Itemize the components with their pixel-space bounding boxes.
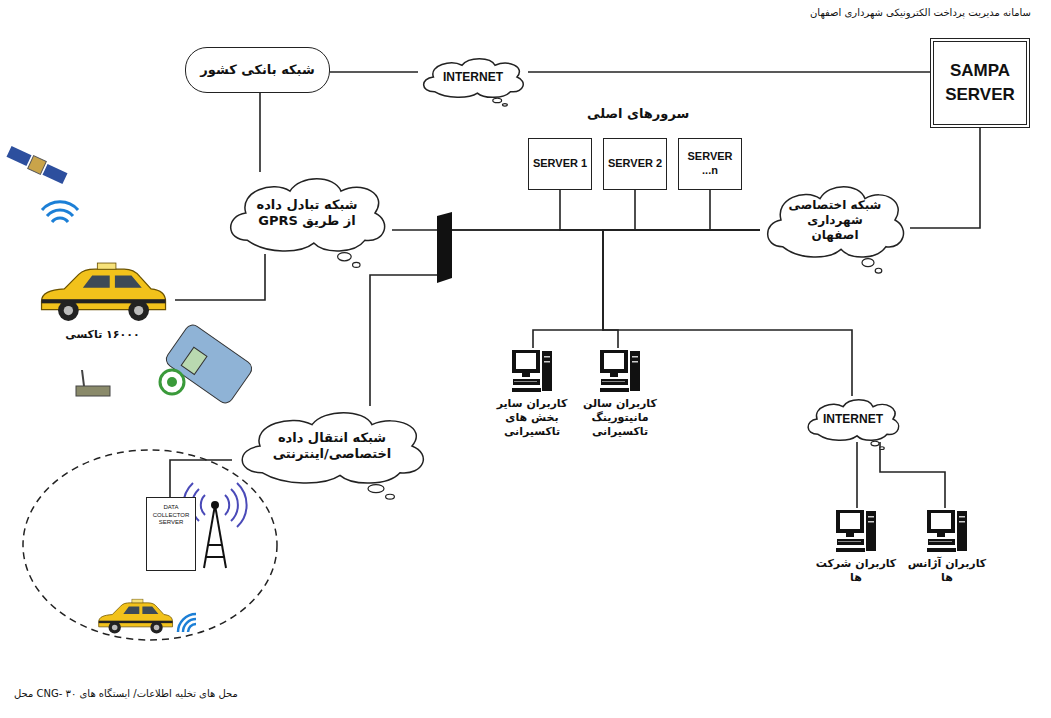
node-label: SERVER ...n — [682, 150, 738, 178]
network-node: DATA COLLECTOR SERVER — [146, 497, 196, 571]
network-node: SERVER ...n — [678, 138, 742, 190]
network-link — [330, 71, 418, 73]
network-link — [259, 93, 261, 172]
node-label: ۱۶۰۰۰ تاکسی — [65, 328, 139, 342]
node-label: کاربران آژانس ها — [905, 557, 989, 585]
node-label: INTERNET — [443, 70, 503, 85]
computer-icon — [835, 508, 877, 554]
network-link — [910, 128, 980, 228]
network-node: کاربران آژانس ها — [905, 508, 989, 598]
node-label: کاربران سایر بخش های تاکسیرانی — [492, 397, 572, 438]
network-link — [528, 71, 930, 73]
pos-terminal — [160, 322, 255, 406]
computer-icon — [511, 348, 553, 394]
network-link — [880, 442, 945, 508]
network-switch — [437, 212, 452, 283]
network-link — [856, 442, 858, 508]
node-label: شبکه اختصاصی شهرداری اصفهان — [784, 198, 886, 243]
taxi-at-station — [99, 599, 173, 633]
network-link — [170, 460, 232, 497]
node-label: کاربران شرکت ها — [812, 557, 900, 585]
network-link — [710, 190, 760, 230]
note-label: محل های تخلیه اطلاعات/ ایستگاه های CNG- … — [12, 688, 240, 699]
computer-icon — [599, 348, 641, 394]
node-label: INTERNET — [823, 412, 883, 427]
node-label: SAMPA SERVER — [940, 59, 1020, 107]
network-node: کاربران سایر بخش های تاکسیرانی — [492, 348, 572, 448]
node-label: شبکه تبادل داده از طریق GPRS — [249, 197, 365, 230]
network-node: شبکه بانکی کشور — [185, 47, 330, 93]
network-node: شبکه انتقال داده اختصاصی/اینترنتی — [232, 406, 432, 486]
diagram-title: سامانه مدیریت پرداخت الکترونیکی شهرداری … — [810, 7, 1031, 18]
network-link — [560, 190, 760, 230]
network-node: SERVER 1 — [528, 138, 592, 190]
computer-icon — [926, 508, 968, 554]
satellite-icon — [6, 146, 67, 184]
network-node: SAMPA SERVER — [930, 38, 1030, 128]
taxi-icon — [35, 262, 170, 324]
network-node: ۱۶۰۰۰ تاکسی — [30, 262, 175, 362]
network-link — [635, 190, 760, 230]
network-node: شبکه اختصاصی شهرداری اصفهان — [760, 180, 910, 260]
network-node: INTERNET — [803, 396, 903, 442]
node-label: SERVER 2 — [608, 157, 662, 171]
antenna-tower — [204, 502, 226, 568]
network-node: INTERNET — [418, 55, 528, 99]
network-link — [175, 254, 265, 300]
node-label: SERVER 1 — [533, 157, 587, 171]
network-node: SERVER 2 — [603, 138, 667, 190]
wireless-signal — [42, 202, 78, 222]
station-area — [23, 450, 277, 640]
note-label: سرورهای اصلی — [585, 106, 691, 121]
node-label: کاربران سالن مانیتورینگ تاکسیرانی — [578, 397, 662, 438]
wireless-signal — [178, 614, 196, 632]
node-label: شبکه انتقال داده اختصاصی/اینترنتی — [264, 430, 400, 463]
network-node: کاربران سالن مانیتورینگ تاکسیرانی — [578, 348, 662, 448]
node-label: شبکه بانکی کشور — [200, 62, 314, 78]
network-node: شبکه تبادل داده از طریق GPRS — [222, 172, 392, 254]
network-node: کاربران شرکت ها — [812, 508, 900, 598]
node-label: DATA COLLECTOR SERVER — [149, 504, 193, 527]
router-icon — [76, 370, 110, 396]
network-link — [370, 230, 760, 406]
